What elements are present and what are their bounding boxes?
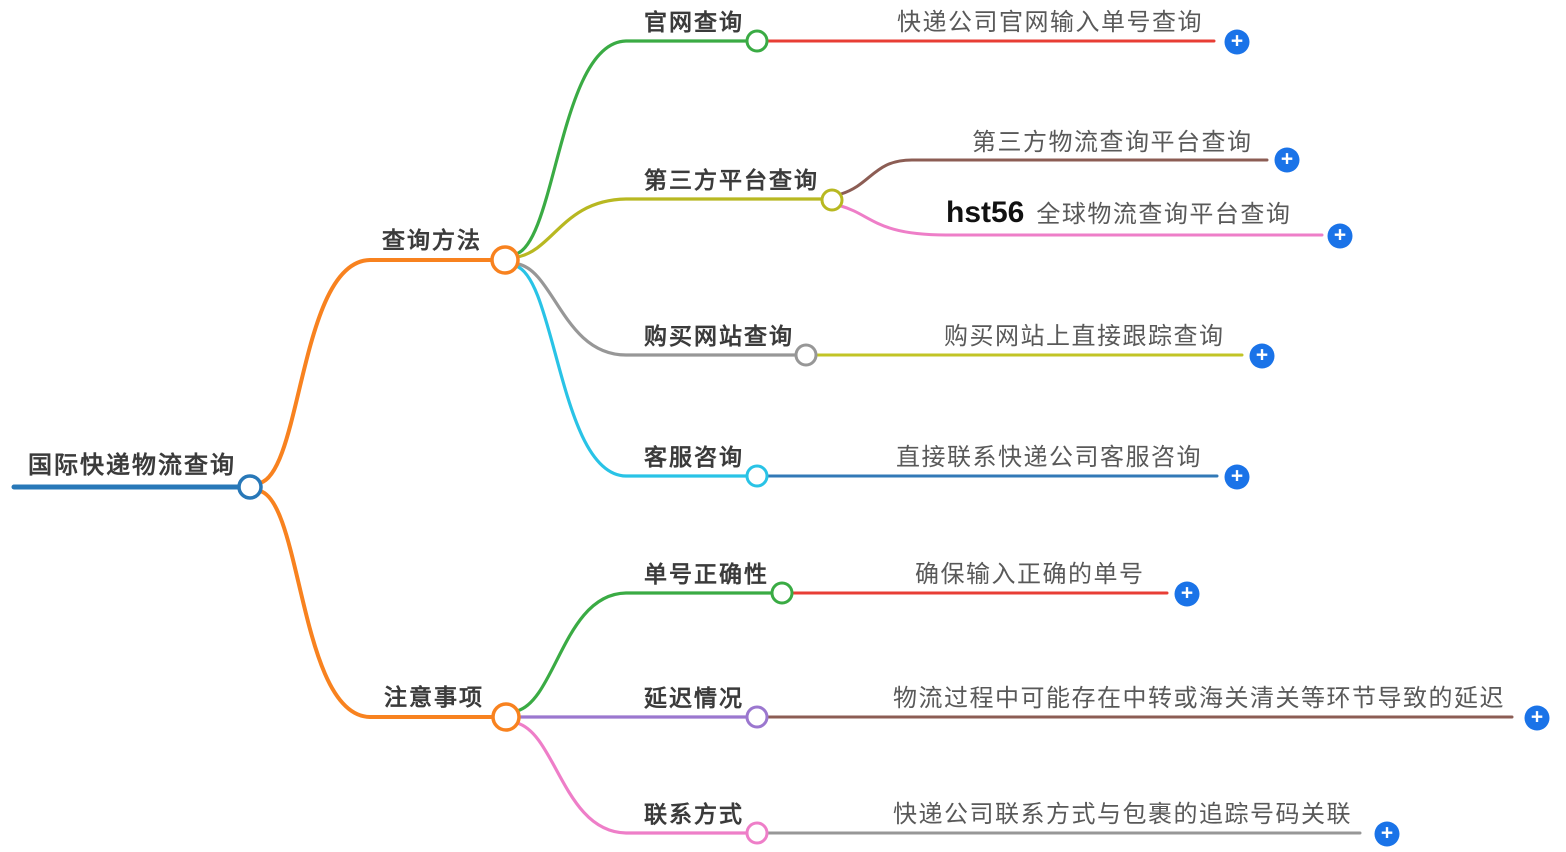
third-party-platform-label[interactable]: 第三方平台查询	[644, 167, 819, 193]
precautions-node-circle[interactable]	[491, 702, 521, 732]
contact-info-label[interactable]: 联系方式	[644, 801, 744, 827]
customer-service-node-circle[interactable]	[745, 464, 769, 488]
plus-icon: +	[1230, 464, 1244, 488]
query-methods-node-circle[interactable]	[490, 245, 520, 275]
add-child-button-hst56[interactable]: +	[1327, 223, 1353, 249]
contact-info-desc[interactable]: 快递公司联系方式与包裹的追踪号码关联	[893, 801, 1352, 828]
customer-service-label[interactable]: 客服咨询	[644, 444, 744, 470]
customer-service-desc[interactable]: 直接联系快递公司客服咨询	[896, 444, 1202, 471]
hst56-desc-text: 全球物流查询平台查询	[1036, 201, 1292, 228]
hst56-brand-text: hst56	[946, 196, 1025, 229]
accuracy-node-circle[interactable]	[770, 581, 794, 605]
plus-icon: +	[1280, 147, 1294, 171]
edge-to-contact-info	[515, 721, 748, 835]
plus-icon: +	[1230, 29, 1244, 53]
edge-to-tracking-number-accuracy	[515, 591, 773, 713]
edge-to-purchase-site-query	[516, 262, 797, 357]
contact-node-circle[interactable]	[745, 821, 769, 845]
root-node-label[interactable]: 国际快递物流查询	[28, 452, 236, 479]
tracking-accuracy-label[interactable]: 单号正确性	[644, 561, 769, 587]
leaf-line-third-party-desc	[839, 158, 1269, 196]
plus-icon: +	[1255, 343, 1269, 367]
plus-icon: +	[1380, 821, 1394, 845]
edge-root-to-query-methods	[258, 258, 493, 485]
edge-to-official-site-query	[514, 39, 748, 256]
add-child-button-accuracy[interactable]: +	[1174, 581, 1200, 607]
edge-to-third-party-platform	[516, 197, 823, 259]
plus-icon: +	[1333, 223, 1347, 247]
third-party-desc[interactable]: 第三方物流查询平台查询	[972, 129, 1253, 156]
query-methods-label[interactable]: 查询方法	[382, 227, 482, 253]
purchase-site-desc[interactable]: 购买网站上直接跟踪查询	[944, 323, 1225, 350]
official-site-node-circle[interactable]	[745, 29, 769, 53]
precautions-label[interactable]: 注意事项	[384, 684, 484, 710]
tracking-accuracy-desc[interactable]: 确保输入正确的单号	[915, 561, 1145, 588]
add-child-button-purchase-site[interactable]: +	[1249, 343, 1275, 369]
add-child-button-customer-service[interactable]: +	[1224, 464, 1250, 490]
third-party-node-circle[interactable]	[820, 188, 844, 212]
official-site-desc[interactable]: 快递公司官网输入单号查询	[897, 9, 1203, 36]
delay-situation-desc[interactable]: 物流过程中可能存在中转或海关清关等环节导致的延迟	[893, 685, 1505, 712]
root-node-circle[interactable]	[237, 474, 263, 500]
delay-node-circle[interactable]	[745, 705, 769, 729]
add-child-button-third-party[interactable]: +	[1274, 147, 1300, 173]
official-site-query-label[interactable]: 官网查询	[644, 9, 744, 35]
plus-icon: +	[1530, 705, 1544, 729]
leaf-line-hst56-desc	[839, 204, 1324, 237]
hst56-leaf[interactable]: hst56 全球物流查询平台查询	[946, 198, 1291, 230]
delay-situation-label[interactable]: 延迟情况	[644, 685, 744, 711]
add-child-button-official-site[interactable]: +	[1224, 29, 1250, 55]
plus-icon: +	[1180, 581, 1194, 605]
edge-to-customer-service	[514, 264, 748, 478]
purchase-site-query-label[interactable]: 购买网站查询	[644, 323, 794, 349]
purchase-site-node-circle[interactable]	[794, 343, 818, 367]
edge-root-to-precautions	[258, 489, 494, 719]
add-child-button-delay[interactable]: +	[1524, 705, 1550, 731]
add-child-button-contact[interactable]: +	[1374, 821, 1400, 847]
